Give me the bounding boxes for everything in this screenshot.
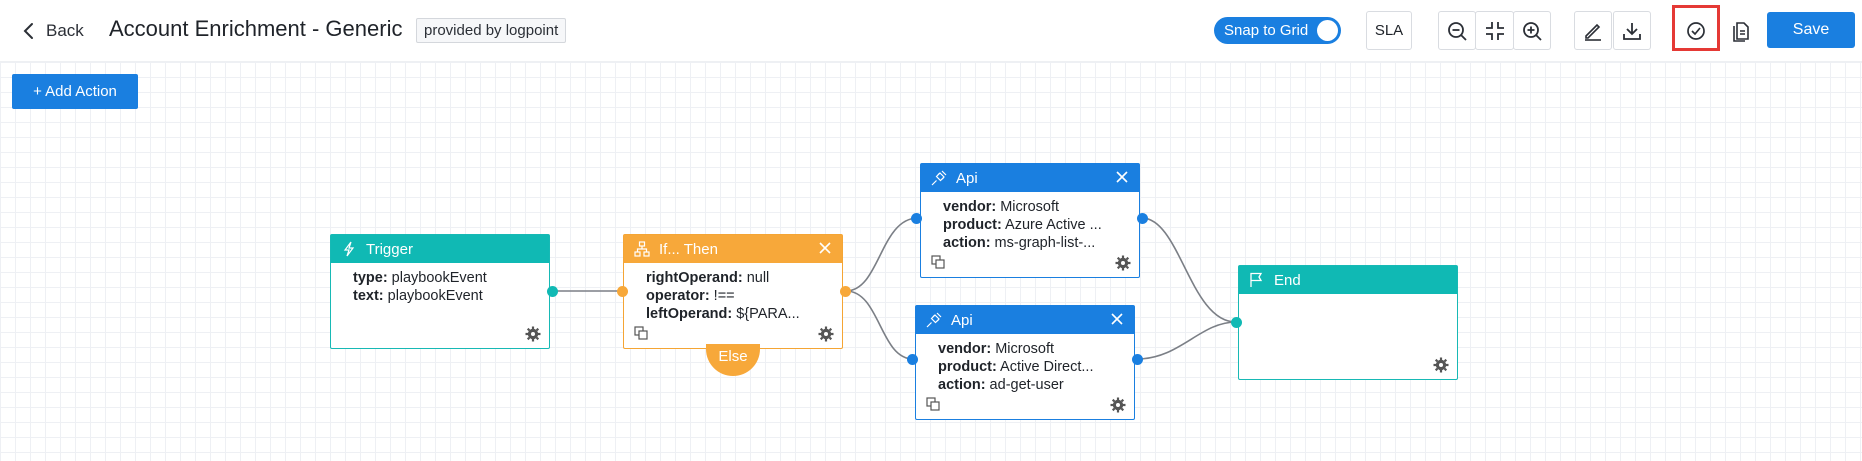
if-then-input-port[interactable] (617, 286, 628, 297)
if-then-row-right-operand: rightOperand: null (646, 270, 770, 286)
api-azure-input-port[interactable] (911, 213, 922, 224)
if-then-node-title: If... Then (659, 240, 718, 258)
branch-icon (634, 241, 650, 257)
api-node-ad-title: Api (951, 311, 973, 329)
plug-icon (926, 312, 942, 328)
back-button[interactable]: Back (22, 18, 84, 44)
api-node-azure[interactable]: Api vendor: Microsoft product: Azure Act… (920, 163, 1140, 278)
gear-icon[interactable] (1115, 255, 1131, 271)
close-icon[interactable] (1115, 170, 1129, 184)
toolbar: Back Account Enrichment - Generic provid… (0, 0, 1862, 62)
document-icon (1733, 21, 1749, 42)
gear-icon[interactable] (818, 326, 834, 342)
api-node-azure-body: vendor: Microsoft product: Azure Active … (921, 192, 1139, 252)
zoom-in-button[interactable] (1513, 11, 1551, 50)
pencil-icon (1585, 23, 1601, 41)
trigger-node[interactable]: Trigger type: playbookEvent text: playbo… (330, 234, 550, 349)
close-icon[interactable] (1110, 312, 1124, 326)
zoom-out-button[interactable] (1438, 11, 1476, 50)
page-title: Account Enrichment - Generic (109, 16, 403, 41)
back-label: Back (46, 21, 84, 40)
close-icon[interactable] (818, 241, 832, 255)
check-circle-icon (1687, 21, 1705, 40)
duplicate-icon[interactable] (931, 255, 945, 269)
lightning-icon (343, 241, 355, 257)
api-ad-row-vendor: vendor: Microsoft (938, 341, 1055, 357)
if-then-row-operator: operator: !== (646, 288, 735, 304)
api-ad-row-action: action: ad-get-user (938, 377, 1064, 393)
zoom-in-icon (1523, 21, 1542, 41)
trigger-output-port[interactable] (547, 286, 558, 297)
end-node-header: End (1239, 266, 1457, 294)
trigger-row-type: type: playbookEvent (353, 270, 487, 286)
api-ad-input-port[interactable] (907, 354, 918, 365)
sla-label: SLA (1374, 22, 1404, 39)
add-action-button[interactable]: + Add Action (12, 74, 138, 109)
gear-icon[interactable] (1433, 357, 1449, 373)
api-azure-row-product: product: Azure Active ... (943, 217, 1102, 233)
fit-to-screen-button[interactable] (1475, 11, 1514, 50)
api-node-ad-header: Api (916, 306, 1134, 334)
api-azure-output-port[interactable] (1137, 213, 1148, 224)
if-then-node-body: rightOperand: null operator: !== leftOpe… (624, 263, 842, 323)
if-then-node[interactable]: If... Then rightOperand: null operator: … (623, 234, 843, 349)
api-node-ad-body: vendor: Microsoft product: Active Direct… (916, 334, 1134, 394)
fit-screen-icon (1485, 21, 1504, 40)
snap-label: Snap to Grid (1224, 22, 1309, 39)
edit-button[interactable] (1574, 11, 1612, 50)
api-ad-row-product: product: Active Direct... (938, 359, 1094, 375)
api-node-azure-header: Api (921, 164, 1139, 192)
snap-to-grid-toggle[interactable]: Snap to Grid (1214, 17, 1341, 44)
toggle-knob (1317, 20, 1338, 41)
duplicate-icon[interactable] (926, 397, 940, 411)
end-node[interactable]: End (1238, 265, 1458, 380)
trigger-node-title: Trigger (366, 240, 413, 258)
if-then-node-header: If... Then (624, 235, 842, 263)
trigger-row-text: text: playbookEvent (353, 288, 483, 304)
trigger-node-header: Trigger (331, 235, 549, 263)
duplicate-icon[interactable] (634, 326, 648, 340)
save-button[interactable]: Save (1767, 12, 1855, 48)
api-azure-row-action: action: ms-graph-list-... (943, 235, 1096, 251)
validate-button[interactable] (1677, 11, 1715, 50)
gear-icon[interactable] (1110, 397, 1126, 413)
trigger-node-body: type: playbookEvent text: playbookEvent (331, 263, 549, 305)
end-input-port[interactable] (1231, 317, 1242, 328)
gear-icon[interactable] (525, 326, 541, 342)
sla-button[interactable]: SLA (1366, 11, 1412, 50)
end-node-title: End (1274, 271, 1301, 289)
api-ad-output-port[interactable] (1132, 354, 1143, 365)
flag-icon (1250, 272, 1263, 287)
provider-badge: provided by logpoint (416, 18, 567, 43)
api-node-ad[interactable]: Api vendor: Microsoft product: Active Di… (915, 305, 1135, 420)
download-button[interactable] (1613, 11, 1651, 50)
zoom-out-icon (1448, 21, 1467, 41)
chevron-left-icon (23, 23, 33, 39)
if-then-row-left-operand: leftOperand: ${PARA... (646, 306, 800, 322)
plug-icon (931, 170, 947, 186)
api-azure-row-vendor: vendor: Microsoft (943, 199, 1060, 215)
download-icon (1623, 22, 1641, 40)
api-node-azure-title: Api (956, 169, 978, 187)
export-document-button[interactable] (1722, 11, 1760, 50)
if-then-output-port[interactable] (840, 286, 851, 297)
validate-highlight-box (1672, 5, 1720, 51)
